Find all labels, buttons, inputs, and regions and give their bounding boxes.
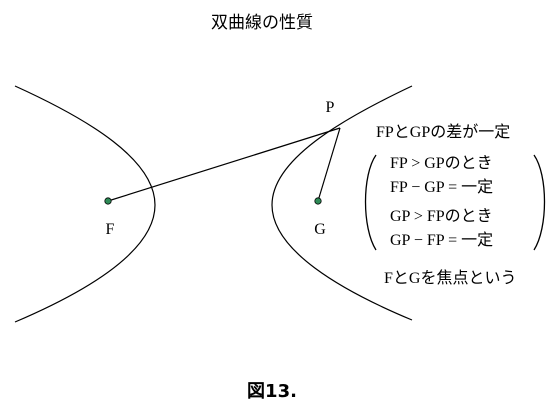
hyperbola-right-branch — [271, 85, 413, 321]
segment-gp — [317, 127, 341, 202]
left-paren — [364, 154, 377, 251]
right-paren — [533, 154, 546, 251]
point-p-label: P — [326, 99, 335, 116]
figure-caption: 図13. — [247, 381, 297, 402]
focus-g-label: G — [314, 221, 326, 238]
segment-fp — [107, 127, 341, 202]
case2-line1: GP > FPのとき — [390, 207, 493, 225]
case1-line2: FP − GP = 一定 — [390, 178, 493, 196]
focus-f-dot — [104, 197, 112, 205]
condition-header: FPとGPの差が一定 — [376, 123, 510, 141]
hyperbola-left-branch — [14, 85, 156, 323]
diagram-title: 双曲線の性質 — [211, 13, 313, 33]
case1-line1: FP > GPのとき — [390, 154, 493, 172]
case2-line2: GP − FP = 一定 — [390, 231, 493, 249]
focus-g-dot — [314, 197, 322, 205]
conclusion-text: FとGを焦点という — [384, 269, 516, 287]
focus-f-label: F — [106, 221, 115, 238]
